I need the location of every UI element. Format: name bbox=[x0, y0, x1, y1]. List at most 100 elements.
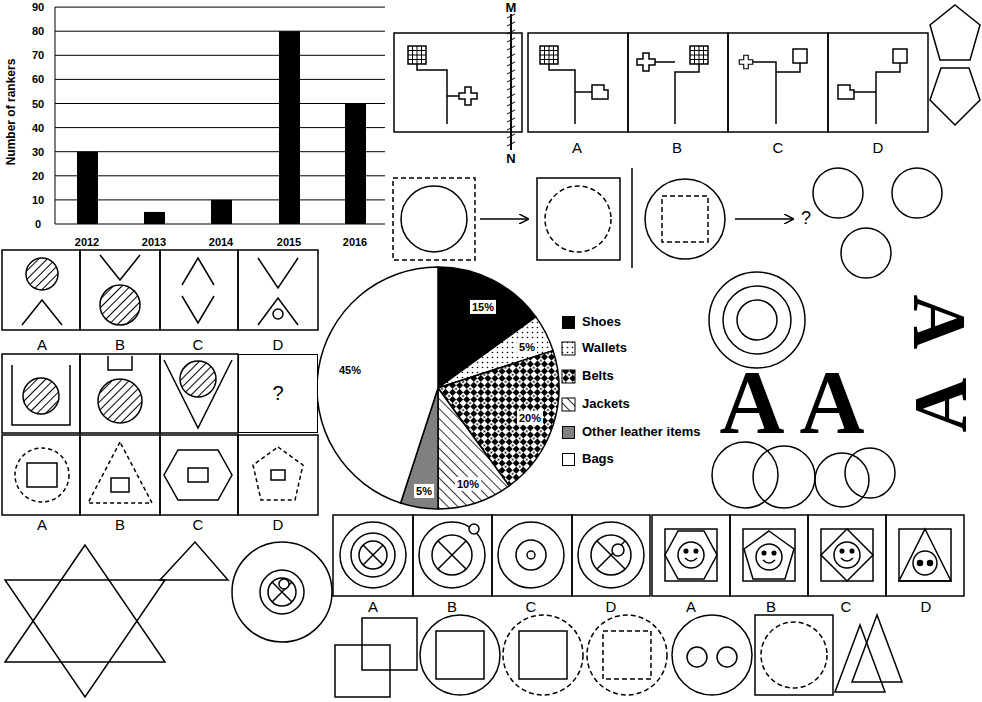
circles-figures-part bbox=[753, 446, 815, 508]
mirror-question-part bbox=[637, 53, 655, 71]
target-options-part bbox=[578, 522, 644, 588]
target-options-part bbox=[419, 522, 485, 588]
legend-swatch bbox=[562, 453, 575, 466]
legend-label: Wallets bbox=[582, 341, 627, 355]
bottom-figures bbox=[335, 615, 902, 697]
text-label: C bbox=[773, 140, 784, 157]
mirror-question-part bbox=[417, 64, 459, 124]
percent-label: 20% bbox=[517, 411, 543, 425]
bar bbox=[211, 200, 232, 224]
mirror-question-part bbox=[394, 33, 522, 132]
v-circle-options-part bbox=[26, 258, 58, 290]
transform-question-part bbox=[401, 186, 467, 252]
circles-figures-part bbox=[723, 286, 791, 354]
legend-pattern-swatches-part bbox=[562, 370, 575, 383]
transform-question-part bbox=[480, 218, 528, 220]
bottom-figures-part bbox=[420, 615, 500, 695]
star-figure-part bbox=[5, 545, 165, 662]
target-options-part bbox=[413, 515, 492, 596]
grid-line bbox=[55, 7, 385, 8]
text-label: D bbox=[273, 517, 284, 534]
figure-letter: A bbox=[902, 378, 978, 433]
smiley-options-part bbox=[652, 515, 730, 596]
target-options-part bbox=[351, 533, 395, 577]
smiley-options-part bbox=[834, 542, 860, 568]
grid-line bbox=[55, 31, 385, 32]
dashed-shape-options-part bbox=[238, 435, 318, 515]
smiley-options-part bbox=[913, 551, 937, 575]
series-question-part bbox=[12, 365, 70, 425]
target-options-part bbox=[469, 524, 479, 534]
legend-label: Other leather items bbox=[582, 425, 701, 439]
text-label: 20 bbox=[32, 170, 44, 182]
v-circle-options-part bbox=[160, 250, 238, 330]
text-label: B bbox=[115, 337, 125, 354]
bottom-figures-part bbox=[672, 615, 752, 695]
dashed-shape-options-part bbox=[188, 468, 208, 482]
transform-question-part bbox=[813, 168, 863, 218]
dashed-shape-options bbox=[2, 435, 318, 515]
smiley-options-part bbox=[899, 529, 951, 581]
text-label: 2014 bbox=[209, 236, 233, 248]
text-label: 30 bbox=[32, 146, 44, 158]
mirror-question-part bbox=[655, 62, 699, 124]
text-label: C bbox=[193, 337, 204, 354]
target-options-part bbox=[359, 541, 387, 569]
v-circle-options-part bbox=[238, 250, 318, 330]
text-label: ? bbox=[801, 209, 811, 229]
target-options-part bbox=[572, 515, 650, 596]
mirror-question-part bbox=[838, 85, 854, 99]
series-question-part bbox=[160, 354, 238, 433]
mirror-question-part bbox=[854, 63, 900, 124]
target-options-part bbox=[527, 551, 535, 559]
text-label: C bbox=[841, 599, 852, 616]
text-label: 70 bbox=[32, 49, 44, 61]
mirror-question-part bbox=[690, 46, 708, 64]
figure-letter: A bbox=[720, 358, 785, 448]
text-label: 50 bbox=[32, 97, 44, 109]
smiley-options-part bbox=[899, 529, 951, 581]
series-question bbox=[2, 354, 238, 433]
bottom-figures-part bbox=[755, 615, 833, 695]
text-label: A bbox=[368, 599, 378, 616]
text-label: 2013 bbox=[142, 236, 166, 248]
pie-slice bbox=[317, 267, 438, 503]
transform-question-part bbox=[662, 196, 708, 242]
transform-question-part bbox=[631, 168, 633, 268]
bar bbox=[279, 31, 300, 224]
legend-label: Belts bbox=[582, 369, 614, 383]
v-circle-options-part bbox=[100, 285, 140, 325]
series-question-part bbox=[23, 378, 59, 414]
mirror-question-part bbox=[459, 87, 477, 105]
legend-pattern-swatches bbox=[562, 342, 575, 411]
text-label: A bbox=[572, 140, 582, 157]
smiley-options-part bbox=[756, 544, 782, 570]
text-label: D bbox=[606, 599, 617, 616]
bottom-figures-part bbox=[587, 615, 667, 695]
transform-question-part bbox=[545, 186, 611, 252]
circles-figures-part bbox=[845, 448, 895, 498]
series-question-part bbox=[180, 361, 216, 397]
text-label: B bbox=[672, 140, 682, 157]
question-mark: ? bbox=[272, 382, 283, 405]
text-label: D bbox=[873, 140, 884, 157]
smiley-options-part bbox=[886, 515, 964, 596]
smiley-options-part bbox=[743, 529, 795, 581]
transform-question-part bbox=[735, 218, 793, 220]
dashed-shape-options-part bbox=[164, 450, 232, 500]
transform-question bbox=[393, 168, 942, 278]
target-figure-part bbox=[268, 578, 296, 606]
transform-question-part bbox=[892, 168, 942, 218]
mirror-question bbox=[394, 14, 928, 150]
axis-line bbox=[55, 7, 56, 224]
text-label: B bbox=[766, 599, 776, 616]
text-label: N bbox=[506, 152, 515, 166]
bar bbox=[345, 104, 366, 225]
v-circle-options-part bbox=[80, 250, 160, 330]
mirror-question-part bbox=[753, 62, 800, 124]
v-circle-options-part bbox=[22, 300, 62, 325]
legend-pattern-swatches-part bbox=[562, 342, 575, 355]
percent-label: 15% bbox=[470, 300, 496, 314]
grid-line bbox=[55, 79, 385, 80]
